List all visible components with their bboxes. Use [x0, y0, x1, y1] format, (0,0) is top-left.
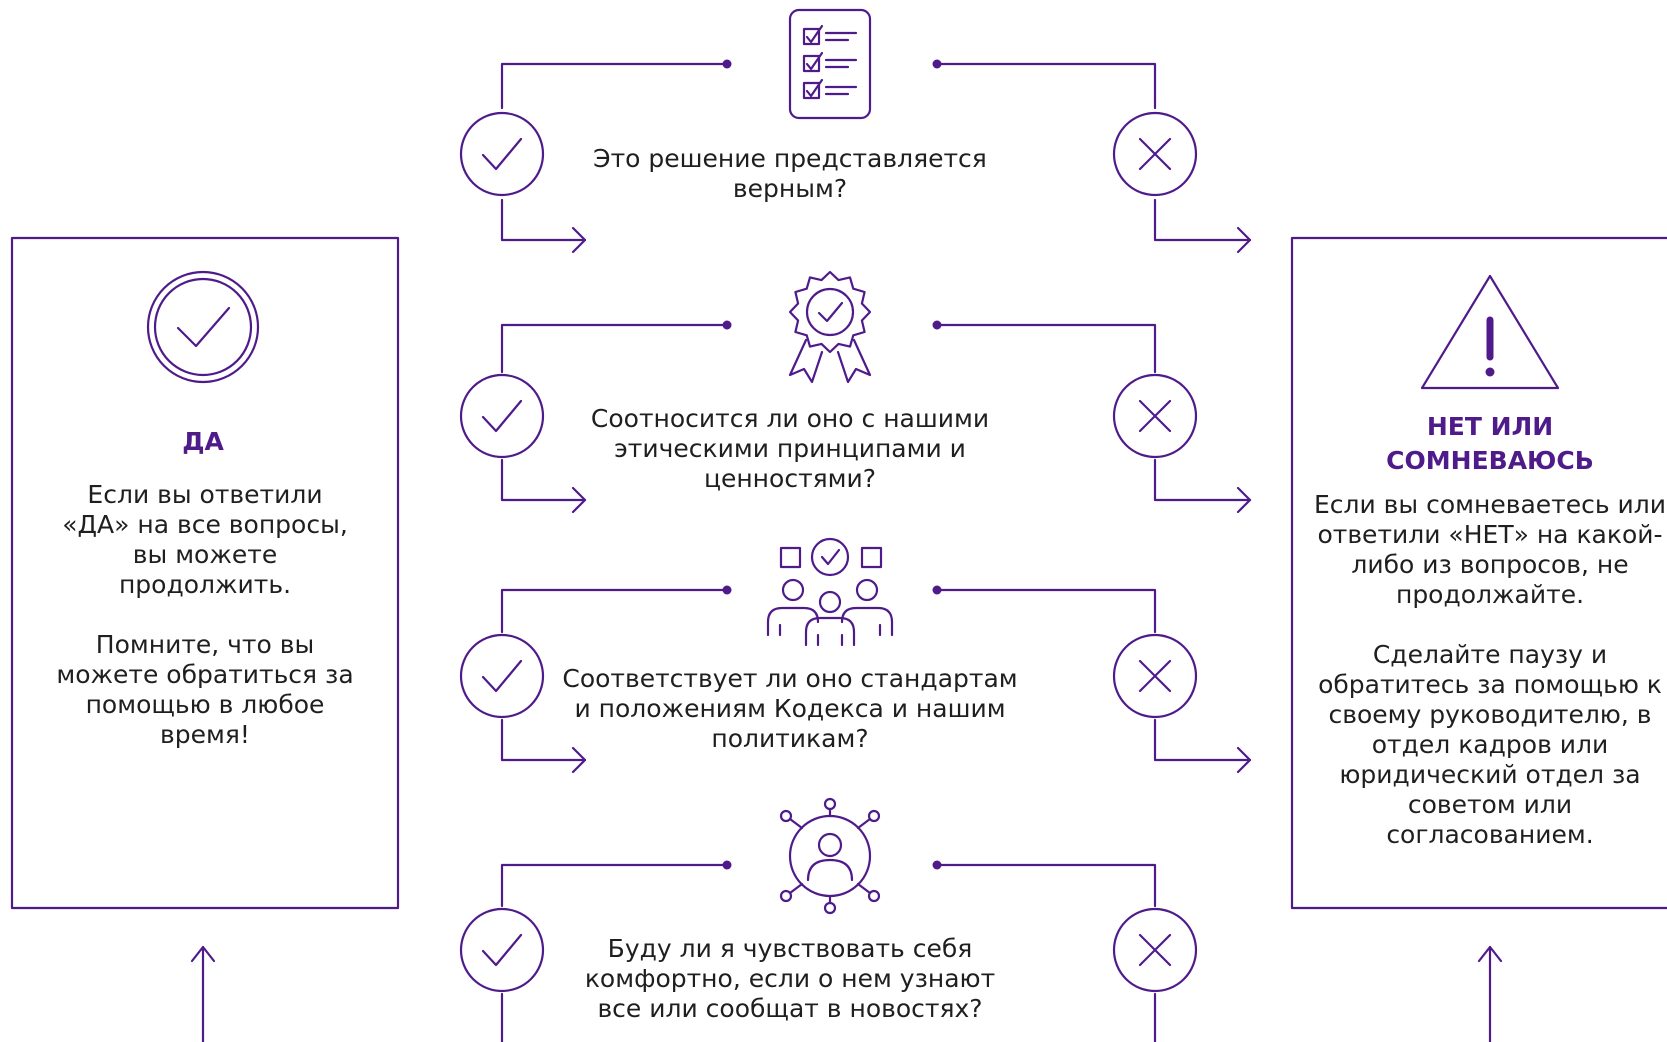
yes-panel-text-2: Помните, что вы можете обратиться за пом… [56, 630, 354, 749]
no-panel-body: Если вы сомневаетесь или ответили «НЕТ» … [1310, 490, 1667, 850]
no-cross-icon-3 [1112, 633, 1198, 719]
warning-triangle-icon [1420, 274, 1560, 390]
team-approval-icon [766, 537, 894, 647]
row-2-connectors [500, 320, 1252, 514]
yes-panel-body: Если вы ответили «ДА» на все вопросы, вы… [55, 480, 355, 750]
yes-panel-title: ДА [182, 427, 224, 456]
award-badge-icon [788, 270, 872, 384]
yes-panel-text-1: Если вы ответили «ДА» на все вопросы, вы… [62, 480, 348, 599]
question-1-text: Это решение представляется верным? [593, 144, 987, 203]
no-panel-text-2: Сделайте паузу и обратитесь за помощью к… [1318, 640, 1662, 849]
question-4-text: Буду ли я чувствовать себя комфортно, ес… [584, 934, 996, 1023]
no-panel-frame [1290, 236, 1667, 910]
row-4-connectors [500, 860, 1157, 1042]
yes-panel-frame [10, 236, 400, 910]
row-1-connectors [500, 59, 1252, 254]
question-3-text: Соответствует ли оно стандартам и положе… [562, 664, 1018, 753]
network-person-icon [779, 797, 881, 915]
no-cross-icon-4 [1112, 907, 1198, 993]
yes-check-icon-3 [459, 633, 545, 719]
yes-check-icon-2 [459, 373, 545, 459]
question-2-text: Соотносится ли оно с нашими этическими п… [590, 404, 990, 493]
no-panel-text-1: Если вы сомневаетесь или ответили «НЕТ» … [1313, 490, 1667, 609]
no-panel-up-arrow [1477, 945, 1503, 1042]
no-cross-icon-2 [1112, 373, 1198, 459]
yes-panel-up-arrow [190, 945, 216, 1042]
yes-check-icon-4 [459, 907, 545, 993]
yes-check-icon-1 [459, 111, 545, 197]
no-cross-icon-1 [1112, 111, 1198, 197]
no-panel-title: НЕТ ИЛИ СОМНЕВАЮСЬ [1386, 412, 1594, 475]
row-3-connectors [500, 585, 1252, 774]
checklist-icon [788, 8, 872, 120]
check-circle-icon [146, 270, 260, 384]
